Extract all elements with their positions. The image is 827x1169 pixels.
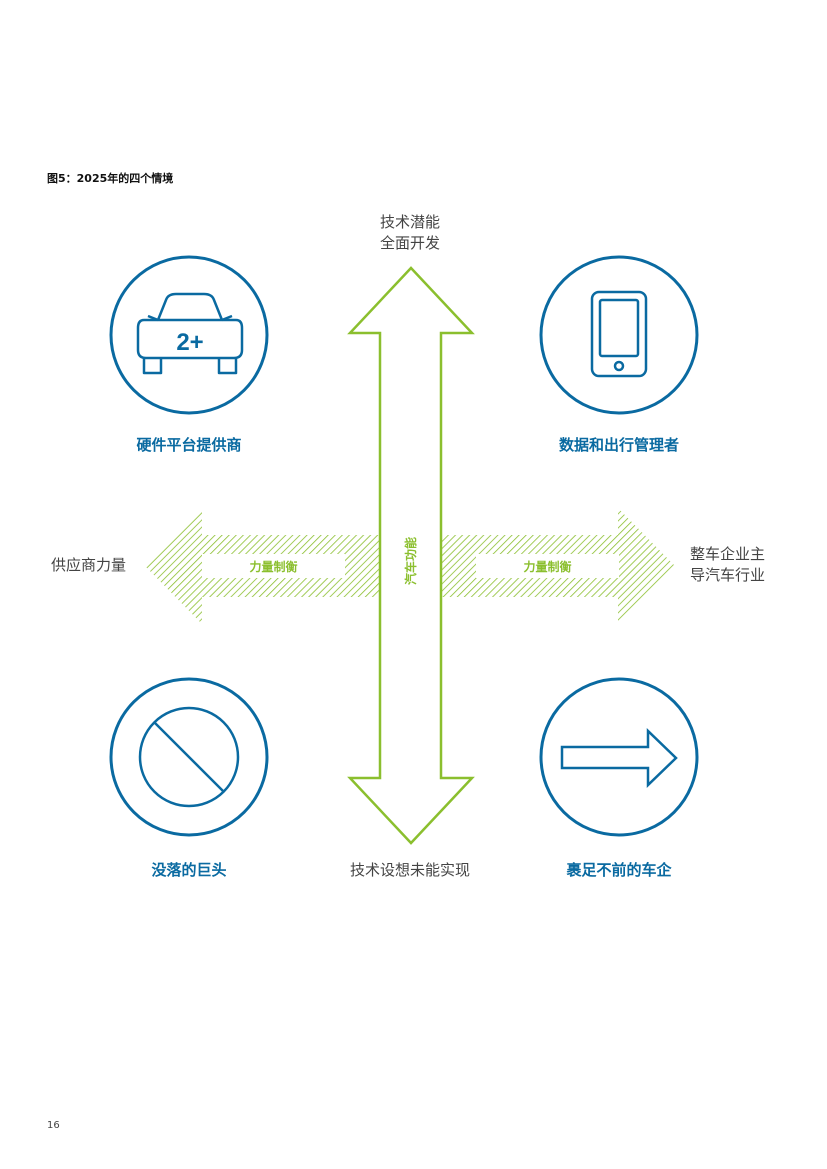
horizontal-arrow-label-left: 力量制衡 [249, 560, 298, 574]
top-axis-label-line2: 全面开发 [379, 234, 440, 252]
top-axis-label-line1: 技术潜能 [379, 213, 440, 231]
car-badge: 2+ [176, 329, 203, 356]
right-axis-label: 整车企业主 导汽车行业 [690, 544, 765, 586]
vertical-arrow-label: 汽车功能 [403, 537, 418, 585]
car-icon [136, 292, 244, 375]
prohibited-icon [138, 706, 240, 808]
horizontal-label-box-right [476, 554, 619, 578]
right-axis-label-line2: 导汽车行业 [690, 566, 766, 584]
horizontal-arrow [145, 508, 675, 624]
horizontal-label-box-left [202, 554, 345, 578]
quadrant-label-bottom-right: 裹足不前的车企 [566, 861, 672, 879]
left-axis-label: 供应商力量 [51, 556, 127, 574]
quadrant-label-top-right: 数据和出行管理者 [558, 436, 679, 454]
smartphone-icon-circle [539, 255, 699, 415]
prohibited-icon-circle [109, 677, 269, 837]
car-icon-circle [109, 255, 269, 415]
bottom-axis-label: 技术设想未能实现 [349, 861, 470, 879]
figure-title: 图5：2025年的四个情境 [47, 172, 174, 185]
top-axis-label: 技术潜能 全面开发 [330, 212, 490, 254]
smartphone-icon [590, 290, 648, 378]
arrow-right-icon [560, 728, 678, 788]
vertical-arrow [347, 266, 475, 845]
page-number: 16 [47, 1120, 60, 1131]
quadrant-label-bottom-left: 没落的巨头 [151, 861, 227, 879]
arrow-right-icon-circle [539, 677, 699, 837]
horizontal-arrow-label-right: 力量制衡 [523, 560, 572, 574]
right-axis-label-line1: 整车企业主 [690, 545, 766, 563]
quadrant-label-top-left: 硬件平台提供商 [136, 436, 242, 454]
